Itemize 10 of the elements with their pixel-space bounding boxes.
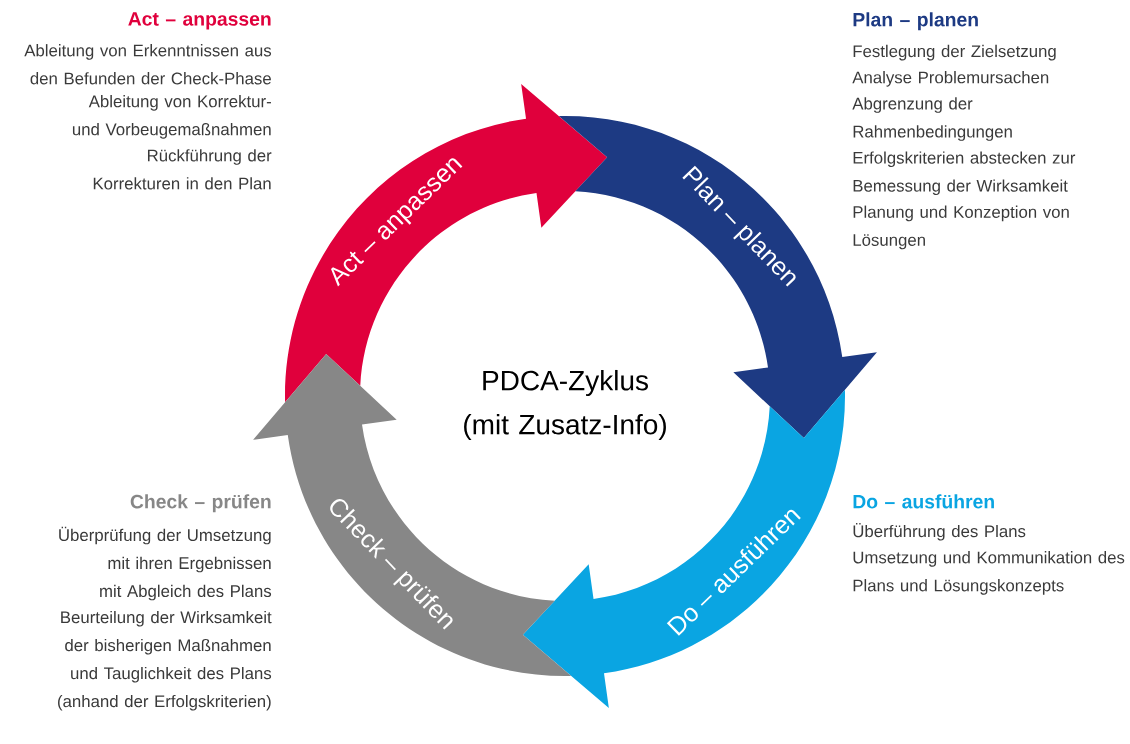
phase-heading: Act – anpassen: [128, 12, 271, 30]
description-text: Ableitung von Korrektur- und Vorbeugemaßnahmen: [72, 95, 271, 139]
description-text: Umsetzung und Kommunikation des Plans und Lösungskonzepts: [853, 551, 1125, 595]
phase-heading: Plan – planen: [853, 12, 978, 31]
description-text: Rückführung der Korrekturen in den Plan: [93, 149, 272, 190]
description-text: Überführung des Plans: [853, 523, 1026, 541]
phase-heading: Do – ausführen: [853, 494, 994, 509]
description-text: Ableitung von Erkenntnissen aus den Befunden der Check-Phase: [24, 44, 272, 85]
description-text: Analyse Problemursachen: [852, 71, 1049, 87]
description-text: Festlegung der Zielsetzung: [853, 44, 1056, 61]
